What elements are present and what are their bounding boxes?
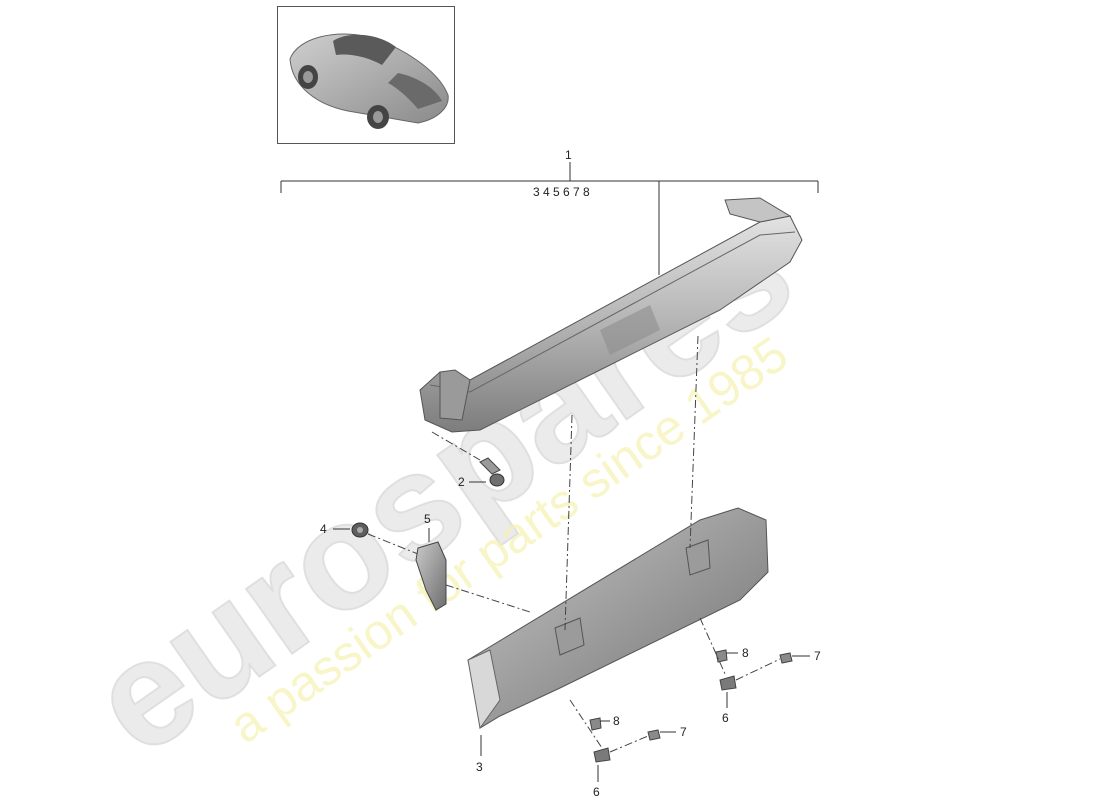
group-sub-numbers: 3 4 5 6 7 8 [533, 185, 590, 199]
callout-3: 3 [476, 760, 483, 774]
clip-assembly-left [589, 717, 661, 763]
clip-assembly-right [715, 649, 793, 691]
group-number: 1 [565, 148, 572, 162]
callout-8-upper: 8 [742, 646, 749, 660]
car-icon [289, 33, 449, 129]
callout-7-lower: 7 [680, 725, 687, 739]
bumper-reinforcement-beam [419, 197, 803, 433]
vehicle-thumbnail [277, 6, 455, 144]
callout-7-upper: 7 [814, 649, 821, 663]
energy-absorber [467, 507, 769, 730]
callout-5: 5 [424, 512, 431, 526]
callout-2: 2 [458, 475, 465, 489]
callout-8-lower: 8 [613, 714, 620, 728]
callout-4: 4 [320, 522, 327, 536]
callout-6-lower: 6 [593, 785, 600, 799]
nut-part [351, 522, 369, 538]
bracket-part [415, 541, 447, 611]
group-bracket [280, 162, 819, 275]
screw-part [479, 457, 505, 487]
callout-6-upper: 6 [722, 711, 729, 725]
